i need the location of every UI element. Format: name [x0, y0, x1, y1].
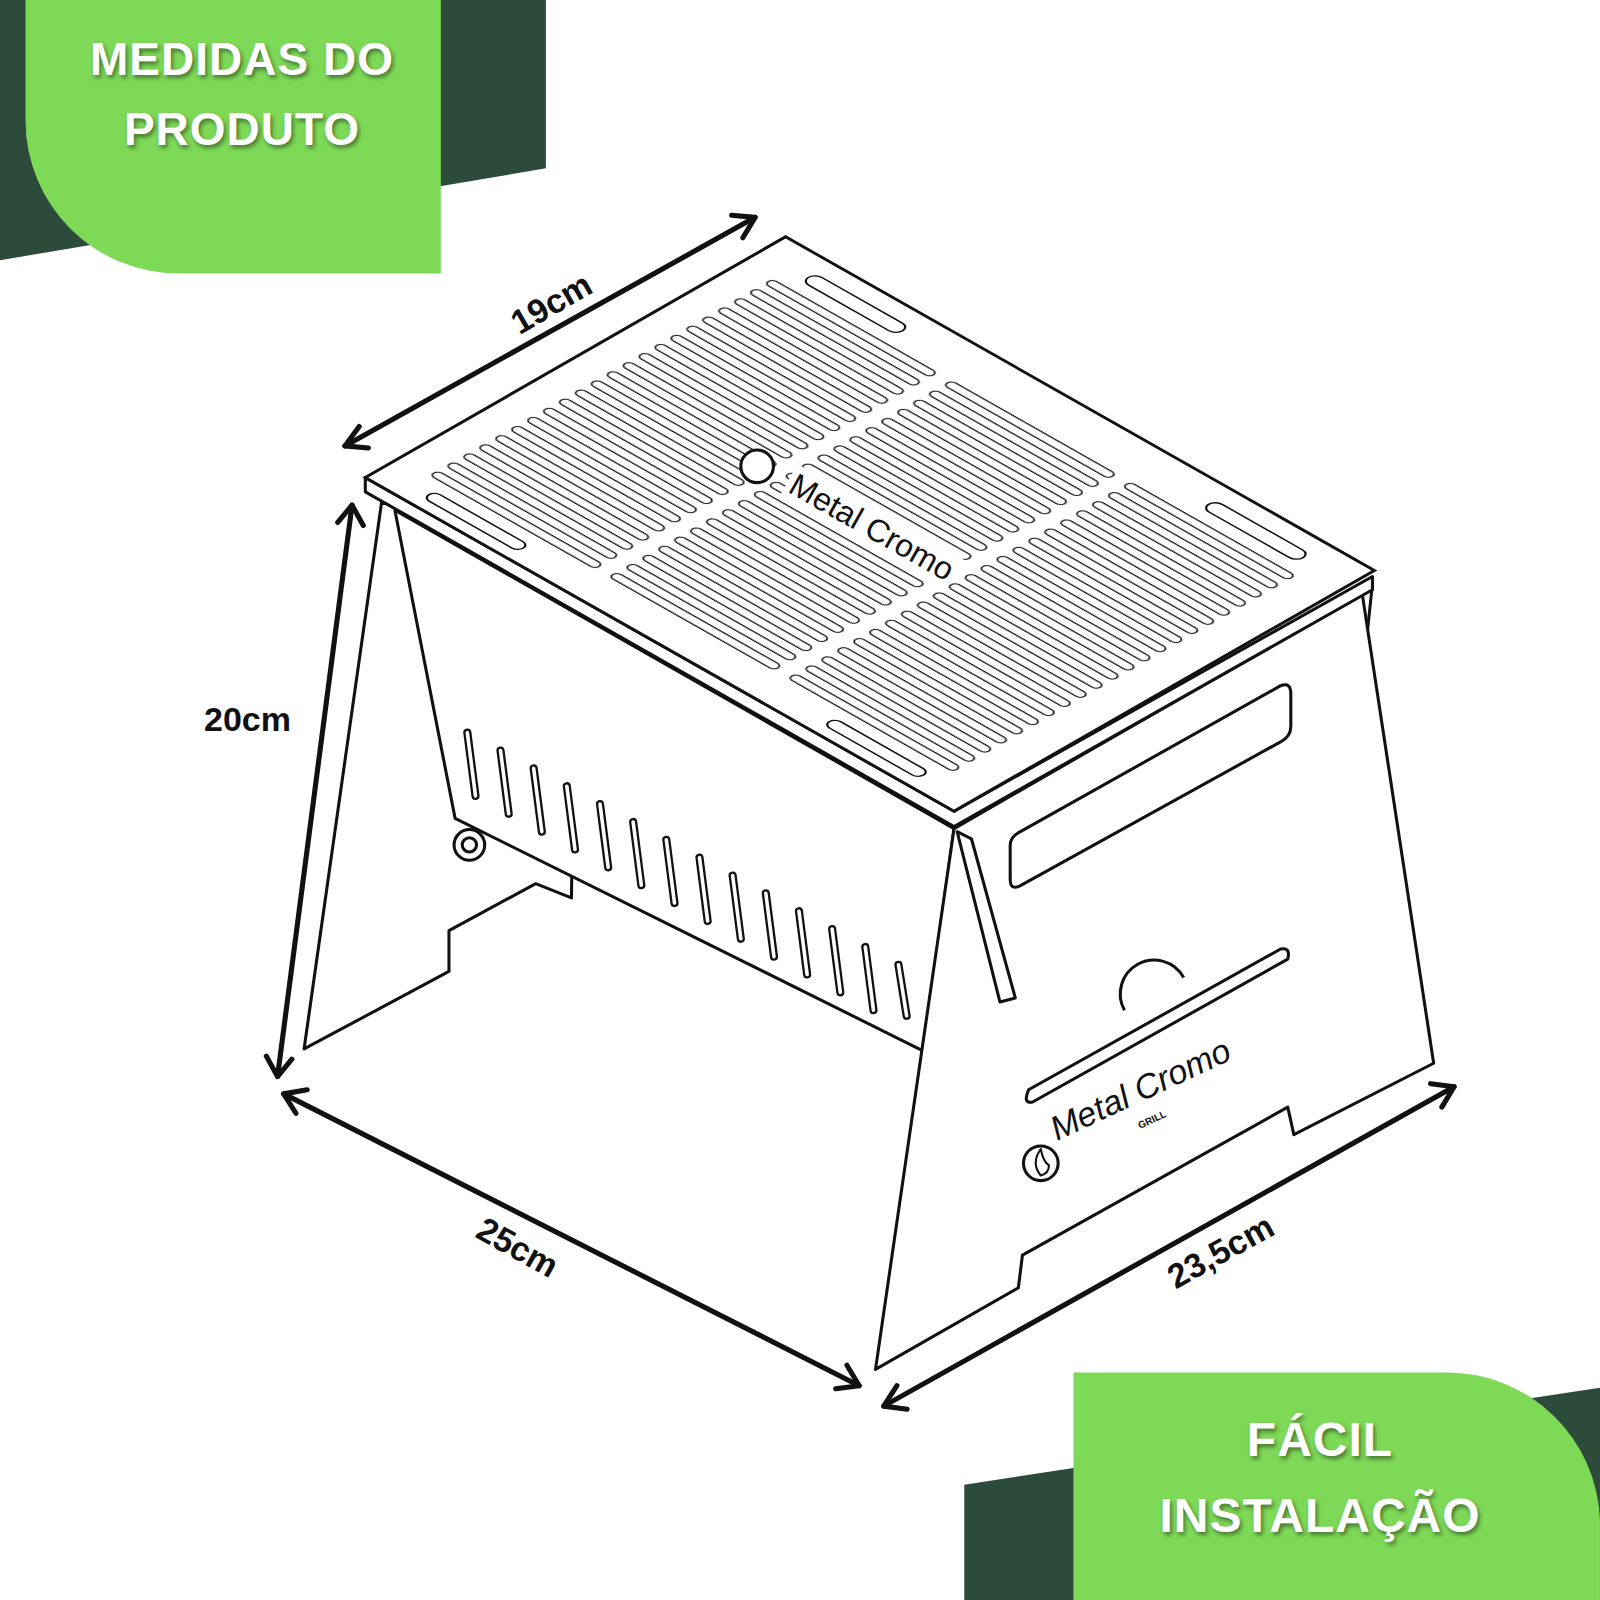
- badge-text: FÁCIL INSTALAÇÃO: [1110, 1402, 1530, 1554]
- badge-text: MEDIDAS DO PRODUTO: [52, 24, 432, 164]
- corner-badge: FÁCIL INSTALAÇÃO: [1110, 1402, 1530, 1554]
- dimension-label: 25cm: [466, 1207, 568, 1287]
- corner-badge: MEDIDAS DO PRODUTO: [52, 24, 432, 164]
- dimension-label: 20cm: [200, 700, 295, 739]
